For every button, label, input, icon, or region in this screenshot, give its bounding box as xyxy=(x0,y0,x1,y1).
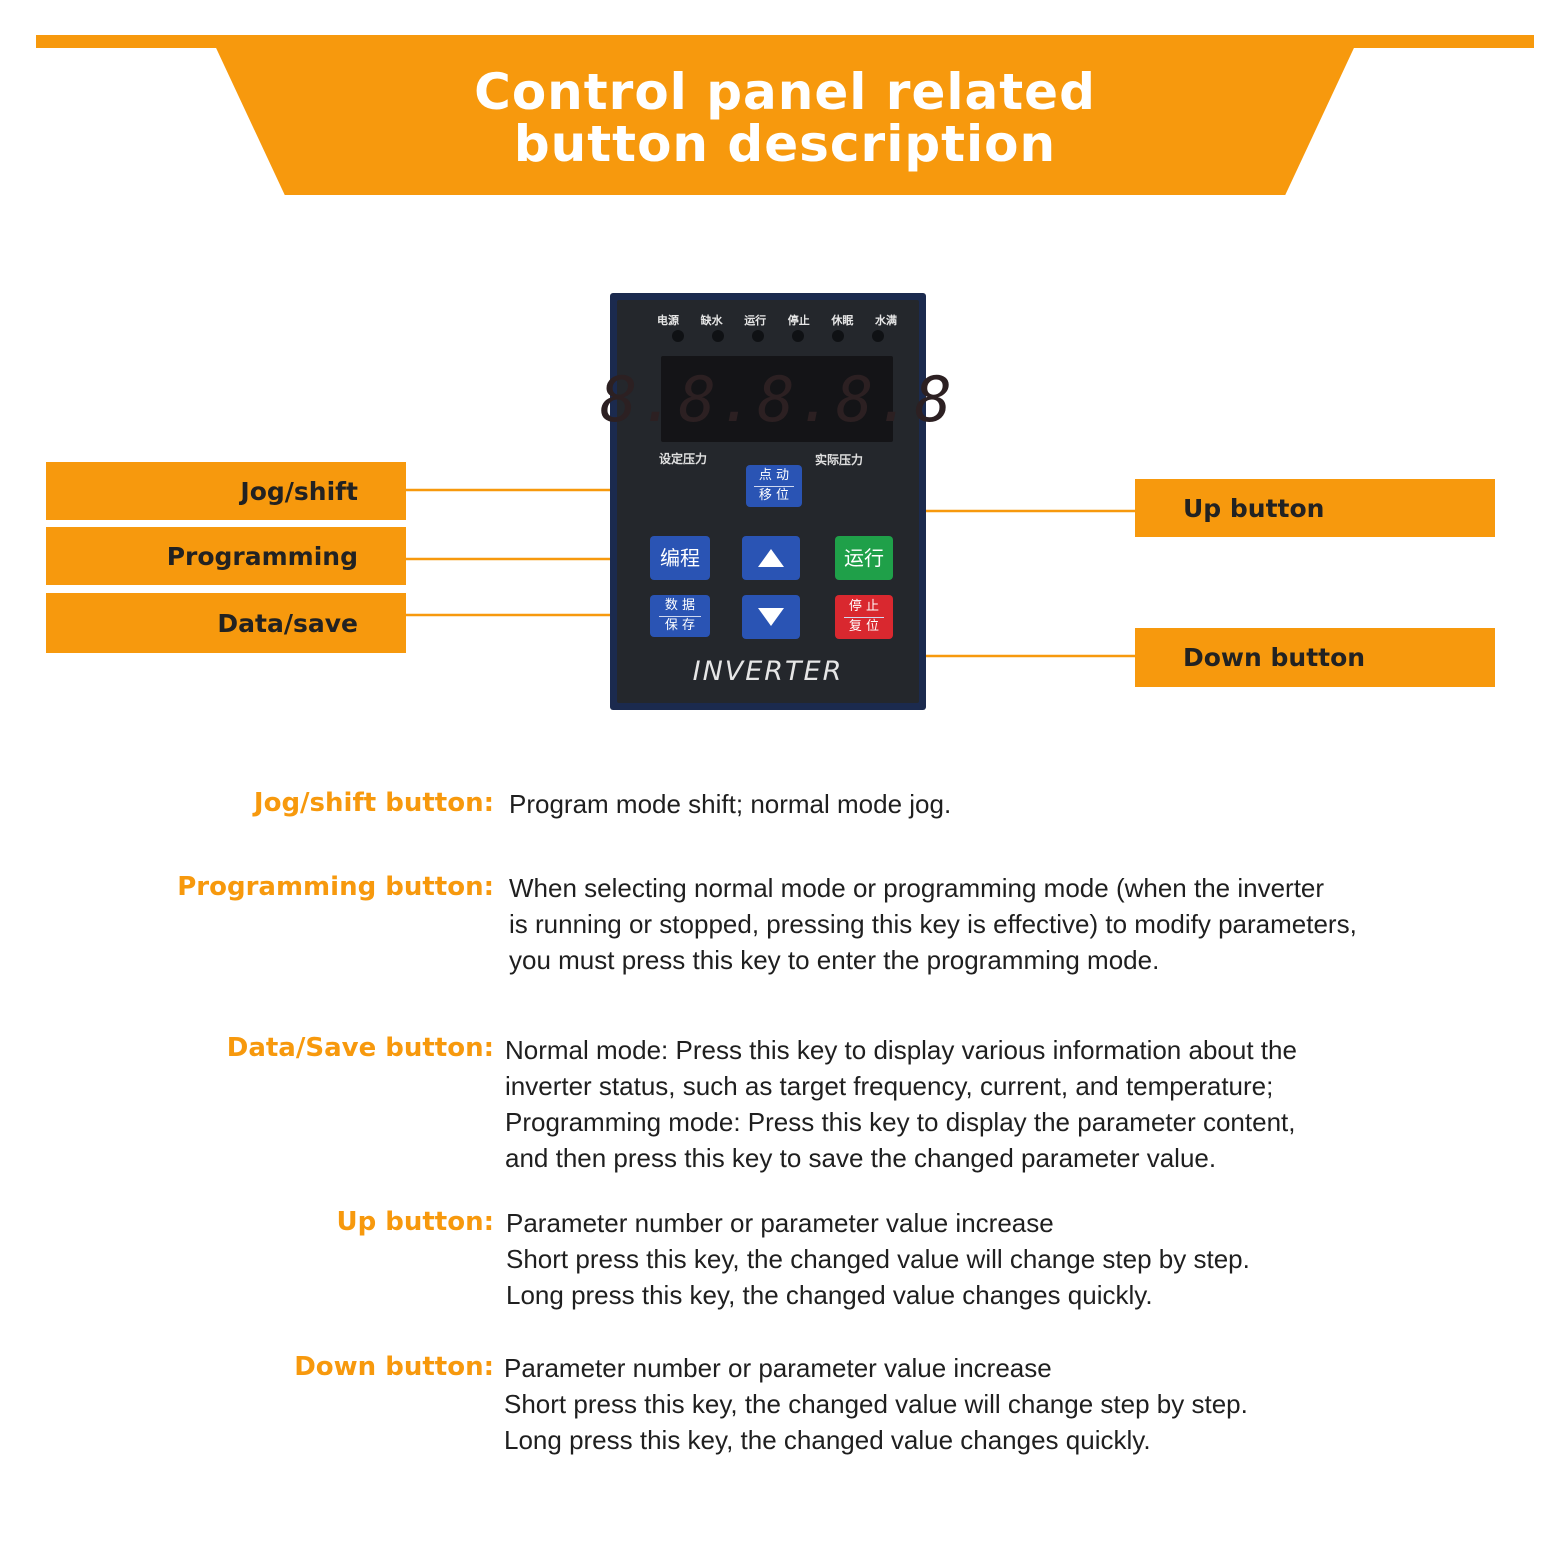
description-line: Program mode shift; normal mode jog. xyxy=(509,789,952,819)
description-term: Data/Save button: xyxy=(226,1033,494,1063)
description-line: Parameter number or parameter value incr… xyxy=(504,1353,1052,1383)
description-line: Parameter number or parameter value incr… xyxy=(506,1208,1054,1238)
up-key[interactable] xyxy=(742,536,800,580)
brand-label: INVERTER xyxy=(692,656,844,687)
description-line: and then press this key to save the chan… xyxy=(505,1143,1217,1173)
down-arrow-icon xyxy=(758,608,784,626)
led xyxy=(672,330,684,342)
led xyxy=(872,330,884,342)
description-line: Short press this key, the changed value … xyxy=(504,1389,1248,1419)
data-save-key[interactable]: 数 据 保 存 xyxy=(650,595,710,637)
description-line: Long press this key, the changed value c… xyxy=(506,1280,1153,1310)
description-text: Normal mode: Press this key to display v… xyxy=(505,1032,1297,1176)
description-line: Long press this key, the changed value c… xyxy=(504,1425,1151,1455)
description-term: Programming button: xyxy=(177,872,494,902)
description-line: Normal mode: Press this key to display v… xyxy=(505,1035,1297,1065)
page-title: Control panel related button description xyxy=(210,66,1360,170)
label-data-save: Data/save xyxy=(46,593,406,653)
led xyxy=(832,330,844,342)
description-line: is running or stopped, pressing this key… xyxy=(509,909,1357,939)
title-line-1: Control panel related xyxy=(474,63,1096,121)
programming-key[interactable]: 编程 xyxy=(650,536,710,580)
data-key-line2: 保 存 xyxy=(664,617,696,633)
header-banner xyxy=(210,35,1360,195)
key-divider xyxy=(843,616,885,618)
indicator-stop: 停止 xyxy=(787,314,810,327)
label-programming: Programming xyxy=(46,527,406,585)
key-divider xyxy=(754,485,794,487)
jog-key-line1: 点 动 xyxy=(758,468,790,484)
stop-key-line2: 复 位 xyxy=(848,618,880,634)
indicator-running: 运行 xyxy=(744,314,767,327)
title-line-2: button description xyxy=(513,115,1057,173)
display-digits: 8.8.8.8.8 xyxy=(600,362,954,436)
stop-reset-key[interactable]: 停 止 复 位 xyxy=(835,595,893,639)
label-jog-shift: Jog/shift xyxy=(46,462,406,520)
run-key[interactable]: 运行 xyxy=(835,536,893,580)
indicator-power: 电源 xyxy=(657,314,679,327)
inverter-panel: 电源 缺水 运行 停止 休眠 水满 8.8.8.8.8 设定压力 实际压力 点 … xyxy=(600,293,952,710)
description-term: Down button: xyxy=(294,1352,494,1382)
panel-face: 电源 缺水 运行 停止 休眠 水满 8.8.8.8.8 设定压力 实际压力 点 … xyxy=(600,300,952,703)
indicator-labels: 电源 缺水 运行 停止 休眠 水满 xyxy=(657,312,897,328)
description-line: When selecting normal mode or programmin… xyxy=(509,873,1325,903)
label-up-button: Up button xyxy=(1135,479,1495,537)
indicator-leds xyxy=(672,330,884,342)
actual-pressure-label: 实际压力 xyxy=(815,453,864,467)
indicator-sleep: 休眠 xyxy=(831,314,854,327)
description-text: When selecting normal mode or programmin… xyxy=(509,870,1357,978)
indicator-water-full: 水满 xyxy=(874,314,897,327)
description-text: Parameter number or parameter value incr… xyxy=(504,1350,1248,1458)
program-key-label: 编程 xyxy=(660,546,700,570)
data-key-line1: 数 据 xyxy=(664,598,696,614)
down-key[interactable] xyxy=(742,595,800,639)
description-text: Parameter number or parameter value incr… xyxy=(506,1205,1250,1313)
led xyxy=(712,330,724,342)
run-key-label: 运行 xyxy=(844,546,884,570)
description-line: you must press this key to enter the pro… xyxy=(509,945,1160,975)
description-text: Program mode shift; normal mode jog. xyxy=(509,786,951,822)
led xyxy=(792,330,804,342)
stop-key-line1: 停 止 xyxy=(848,599,880,615)
jog-shift-key[interactable]: 点 动 移 位 xyxy=(746,465,802,507)
label-down-button: Down button xyxy=(1135,628,1495,687)
indicator-water-shortage: 缺水 xyxy=(700,314,723,327)
key-divider xyxy=(659,615,701,617)
description-line: Programming mode: Press this key to disp… xyxy=(505,1107,1296,1137)
set-pressure-label: 设定压力 xyxy=(659,452,708,466)
description-line: Short press this key, the changed value … xyxy=(506,1244,1250,1274)
description-term: Jog/shift button: xyxy=(253,788,494,818)
up-arrow-icon xyxy=(758,549,784,567)
description-line: inverter status, such as target frequenc… xyxy=(505,1071,1274,1101)
led xyxy=(752,330,764,342)
led-display: 8.8.8.8.8 xyxy=(600,356,952,442)
jog-key-line2: 移 位 xyxy=(758,487,790,503)
description-term: Up button: xyxy=(336,1207,494,1237)
